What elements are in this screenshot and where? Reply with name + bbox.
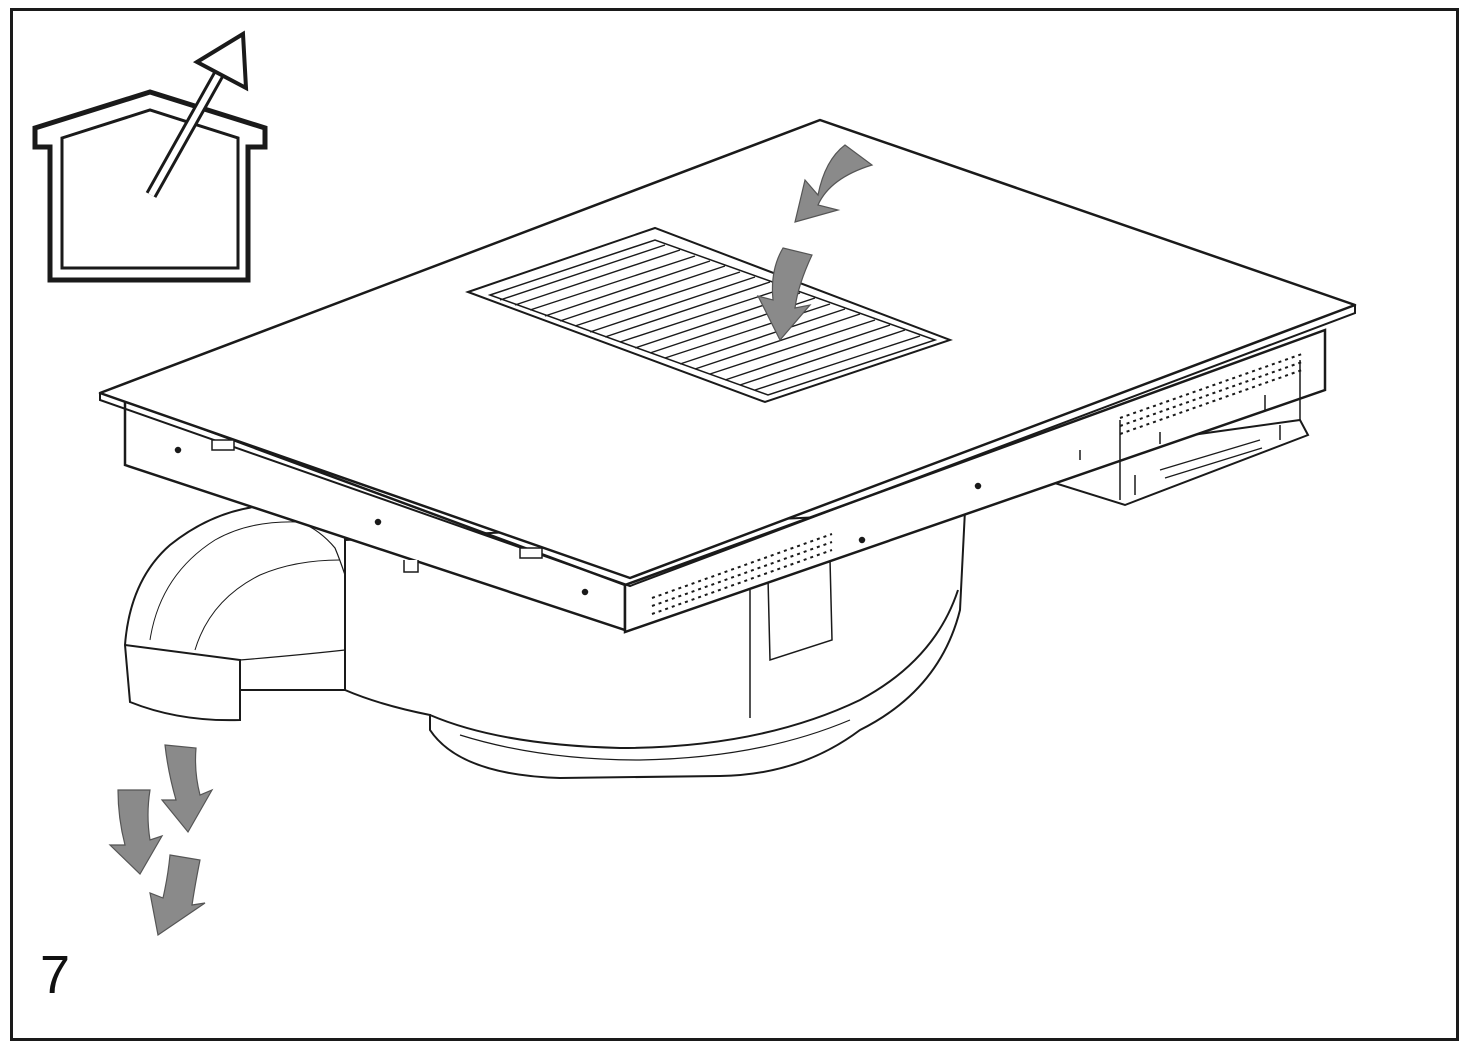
airflow-arrows-out [108, 744, 214, 937]
airflow-out-arrow-icon [108, 789, 164, 875]
airflow-out-arrow-icon [149, 854, 206, 937]
figure-frame [10, 8, 1459, 1041]
fixing-clips [174, 395, 1281, 596]
exhaust-arrow-icon [145, 30, 249, 198]
hob-body [123, 328, 1327, 634]
figure-number: 7 [40, 945, 71, 1005]
airflow-out-arrow-icon [160, 744, 214, 834]
cooktop-edge [99, 305, 1356, 588]
airflow-grille-arrow-icon [756, 247, 813, 342]
elbow-duct [123, 503, 346, 722]
house-extraction-icon [32, 30, 268, 283]
airflow-arrows-in [756, 144, 874, 342]
airflow-in-arrow-icon [794, 144, 874, 223]
